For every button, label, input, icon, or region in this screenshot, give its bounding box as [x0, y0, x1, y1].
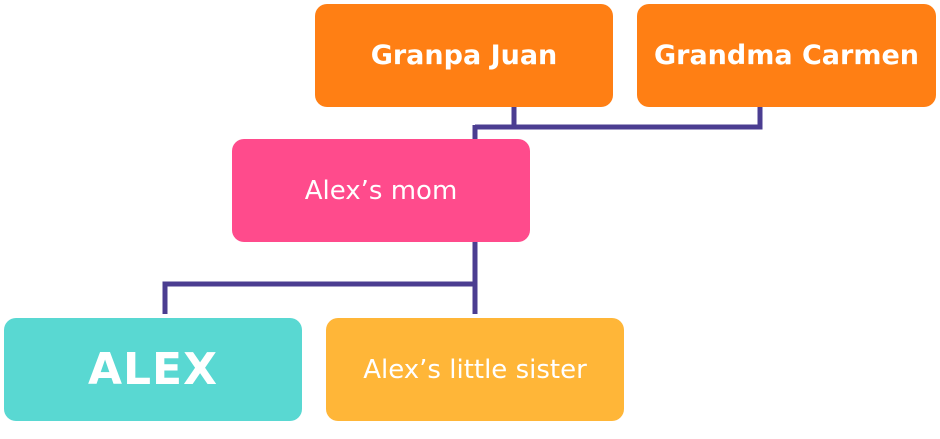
node-granpa-juan: Granpa Juan: [315, 4, 613, 107]
node-label: ALEX: [87, 344, 219, 395]
node-label: Grandma Carmen: [653, 40, 920, 71]
connector-children-bar: [162, 281, 475, 314]
node-grandma-carmen: Grandma Carmen: [637, 4, 936, 107]
node-label: Alex’s little sister: [363, 354, 587, 385]
node-label: Alex’s mom: [304, 175, 458, 206]
node-label: Granpa Juan: [370, 40, 558, 71]
node-alex-little-sister: Alex’s little sister: [326, 318, 624, 421]
node-alex-mom: Alex’s mom: [232, 139, 530, 242]
connector-grandparents-to-mom: [511, 107, 763, 130]
node-alex: ALEX: [4, 318, 302, 421]
